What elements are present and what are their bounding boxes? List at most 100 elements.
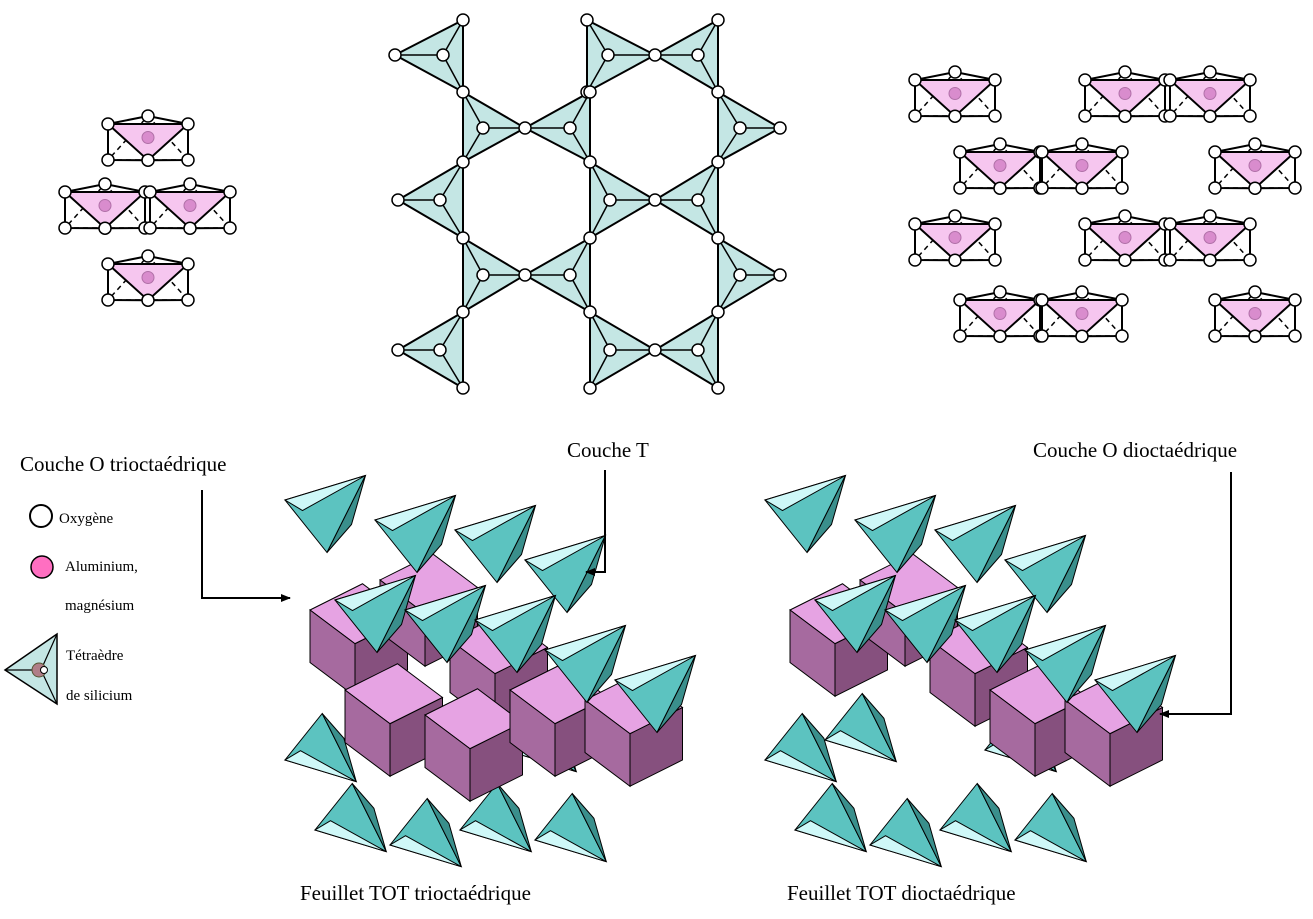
oxygen-atom [518,121,532,135]
oxygen-atom [1248,285,1262,299]
oxygen-atom [181,293,195,307]
oxygen-atom [1118,253,1132,267]
oxygen-atom [1075,285,1089,299]
oxygen-atom [1118,65,1132,79]
arrow-couche-o-dioctaedrique [1159,472,1232,718]
oxygen-atom [1248,329,1262,343]
oxygen-atom [1203,253,1217,267]
oxygen-atom [988,73,1002,87]
label-feuillet-tot-trioctaedrique: Feuillet TOT trioctaédrique [300,881,531,905]
arrow-couche-o-trioctaedrique [201,490,291,602]
oxygen-atom [58,221,72,235]
oxygen-atom [583,381,597,395]
oxygen-atom [98,221,112,235]
label-couche-o-dioctaedrique: Couche O dioctaédrique [1033,438,1237,462]
oxygen-atom [711,305,725,319]
cation-site [993,159,1007,172]
oxygen-atom [583,305,597,319]
oxygen-atom [101,117,115,131]
oxygen-atom [711,155,725,169]
oxygen-atom [1078,253,1092,267]
legend-oxygen-label: Oxygène [59,511,113,527]
oxygen-atom [1288,293,1302,307]
oxygen-atom [181,257,195,271]
oxygen-atom [948,209,962,223]
oxygen-atom [456,231,470,245]
oxygen-atom [773,268,787,282]
oxygen-atom [563,121,577,135]
oxygen-atom [1078,217,1092,231]
oxygen-atom [583,231,597,245]
tetrahedron [586,18,658,94]
oxygen-atom [993,329,1007,343]
oxygen-atom [733,268,747,282]
legend-tetraedre-label: Tétraèdre [66,648,124,664]
oxygen-atom [1208,145,1222,159]
oxygen-atom [733,121,747,135]
oxygen-atom [223,221,237,235]
oxygen-atom [476,268,490,282]
oxygen-atom [988,109,1002,123]
oxygen-atom [1035,145,1049,159]
oxygen-atom [456,13,470,27]
oxygen-atom [141,293,155,307]
oxygen-atom [988,253,1002,267]
cation-site [1203,87,1217,100]
oxygen-atom [953,329,967,343]
oxygen-atom [948,109,962,123]
oxygen-atom [1075,137,1089,151]
oxygen-atom [1078,73,1092,87]
oxygen-atom [711,85,725,99]
oxygen-atom [1208,293,1222,307]
oxygen-atom [141,153,155,167]
cation-site [141,271,155,284]
oxygen-atom [711,231,725,245]
oxygen-atom [948,253,962,267]
oxygen-atom [98,177,112,191]
oxygen-atom [1288,329,1302,343]
oxygen-atom [1243,253,1257,267]
oxygen-atom [181,153,195,167]
oxygen-atom [456,305,470,319]
oxygen-atom [1163,217,1177,231]
oxygen-atom [563,268,577,282]
tetrahedron [522,90,591,164]
oxygen-atom [183,177,197,191]
oxygen-atom [908,109,922,123]
cation-site [1118,231,1132,244]
tetrahedron [717,90,783,164]
oxygen-atom [1118,209,1132,223]
legend-silicium-label: de silicium [66,688,133,704]
oxygen-atom [953,145,967,159]
oxygen-atom [101,293,115,307]
label-feuillet-tot-dioctaedrique: Feuillet TOT dioctaédrique [787,881,1016,905]
oxygen-atom [988,217,1002,231]
oxygen-atom [1115,145,1129,159]
silicon-tetrahedron-legend-icon [3,632,58,706]
oxygen-atom [456,85,470,99]
oxygen-atom [603,343,617,357]
oxygen-atom [908,217,922,231]
label-couche-o-trioctaedrique: Couche O trioctaédrique [20,452,226,476]
oxygen-atom [1115,181,1129,195]
oxygen-atom [1288,181,1302,195]
oxygen-atom [101,257,115,271]
oxygen-atom [993,285,1007,299]
oxygen-atom [1243,73,1257,87]
oxygen-atom [908,73,922,87]
oxygen-atom [1248,181,1262,195]
oxygen-atom [1203,209,1217,223]
oxygen-atom [711,13,725,27]
cation-site [948,87,962,100]
oxygen-atom [141,109,155,123]
trioctahedral-layer-diagram [58,109,237,307]
oxygen-atom [1115,293,1129,307]
label-couche-t: Couche T [567,438,649,462]
oxygen-atom [1163,109,1177,123]
cation-site [1075,307,1089,320]
oxygen-atom [1243,217,1257,231]
cation-site [1075,159,1089,172]
tot-dioctahedral-model [763,474,1177,868]
arrow-couche-t [585,470,606,576]
oxygen-atom [603,193,617,207]
